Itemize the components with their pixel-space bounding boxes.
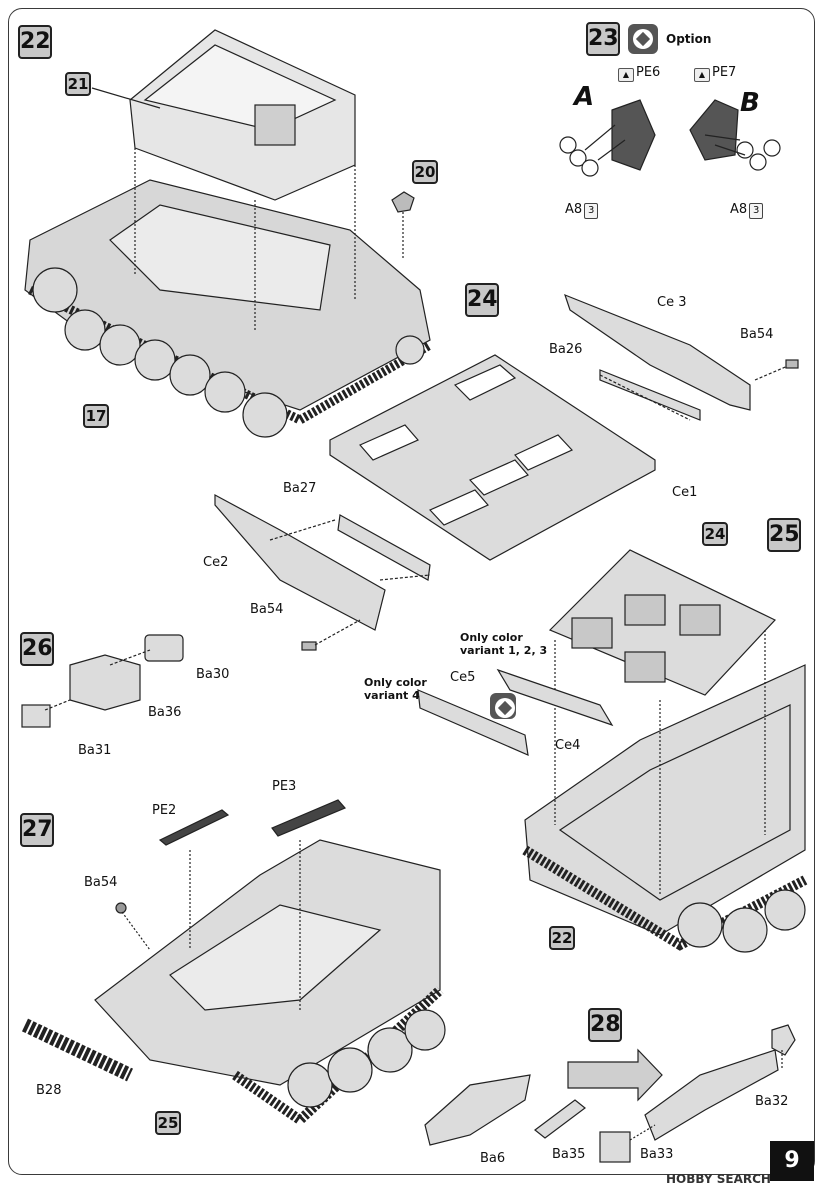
step25-hull-drawing xyxy=(417,549,808,953)
note-variant-123-line1: Only color xyxy=(460,631,523,644)
pe7-tag: ▲PE7 xyxy=(694,65,736,82)
pe-sheet-icon: ▲ xyxy=(694,68,710,82)
step27-drawing xyxy=(21,799,446,1127)
step-23-number: 23 xyxy=(586,22,620,56)
step-28-number: 28 xyxy=(588,1008,622,1042)
label-ba30: Ba30 xyxy=(196,667,230,682)
ref-22: 22 xyxy=(549,926,575,950)
quantity-badge: 3 xyxy=(584,203,599,219)
step26-drawing xyxy=(21,634,184,728)
label-ce3: Ce 3 xyxy=(657,295,687,310)
a8-right-text: A8 xyxy=(730,202,748,217)
note-variant-123: Only color variant 1, 2, 3 xyxy=(460,631,547,657)
label-ba33: Ba33 xyxy=(640,1147,674,1162)
label-ba27: Ba27 xyxy=(283,481,317,496)
label-ba32: Ba32 xyxy=(755,1094,789,1109)
label-pe2: PE2 xyxy=(152,803,177,818)
step-27-number: 27 xyxy=(20,813,54,847)
label-b28: B28 xyxy=(36,1083,62,1098)
note-variant-123-line2: variant 1, 2, 3 xyxy=(460,644,548,657)
variant-b-label: B xyxy=(740,88,760,118)
label-ba35: Ba35 xyxy=(552,1147,586,1162)
label-ce2: Ce2 xyxy=(203,555,229,570)
pe7-label: PE7 xyxy=(712,65,737,80)
step-26-number: 26 xyxy=(20,632,54,666)
ref-20: 20 xyxy=(412,160,438,184)
ref-25: 25 xyxy=(155,1111,181,1135)
label-ba31: Ba31 xyxy=(78,743,112,758)
label-pe3: PE3 xyxy=(272,779,297,794)
step-25-number: 25 xyxy=(767,518,801,552)
step22-hull-drawing xyxy=(24,29,433,438)
quantity-badge: 3 xyxy=(749,203,764,219)
step-24-number: 24 xyxy=(465,283,499,317)
page-frame xyxy=(8,8,815,1175)
label-ba26: Ba26 xyxy=(549,342,583,357)
label-ce5: Ce5 xyxy=(450,670,476,685)
ref-24: 24 xyxy=(702,522,728,546)
label-ce4: Ce4 xyxy=(555,738,581,753)
label-ba54-mid: Ba54 xyxy=(250,602,284,617)
pe6-tag: ▲PE6 xyxy=(618,65,660,82)
step-22-number: 22 xyxy=(18,25,52,59)
note-variant-4-line2: variant 4 xyxy=(364,689,420,702)
option-label: Option xyxy=(666,32,712,46)
ref-17: 17 xyxy=(83,404,109,428)
note-variant-4-line1: Only color xyxy=(364,676,427,689)
option-icon-small xyxy=(490,693,516,719)
step24-floor-drawing xyxy=(214,293,799,651)
pe-sheet-icon: ▲ xyxy=(618,68,634,82)
step23-pe-drawing xyxy=(559,99,781,177)
variant-a-label: A xyxy=(574,82,595,112)
option-icon xyxy=(628,24,658,54)
label-ce1: Ce1 xyxy=(672,485,698,500)
label-ba36: Ba36 xyxy=(148,705,182,720)
ref-21: 21 xyxy=(65,72,91,96)
label-ba54-top: Ba54 xyxy=(740,327,774,342)
page-number: 9 xyxy=(770,1141,814,1181)
note-variant-4: Only color variant 4 xyxy=(364,676,427,702)
label-ba6: Ba6 xyxy=(480,1151,506,1166)
label-ba54-low: Ba54 xyxy=(84,875,118,890)
step28-drawing xyxy=(424,1024,796,1163)
watermark: HOBBY SEARCH xyxy=(666,1172,771,1186)
pe6-label: PE6 xyxy=(636,65,661,80)
a8-left-text: A8 xyxy=(565,202,583,217)
